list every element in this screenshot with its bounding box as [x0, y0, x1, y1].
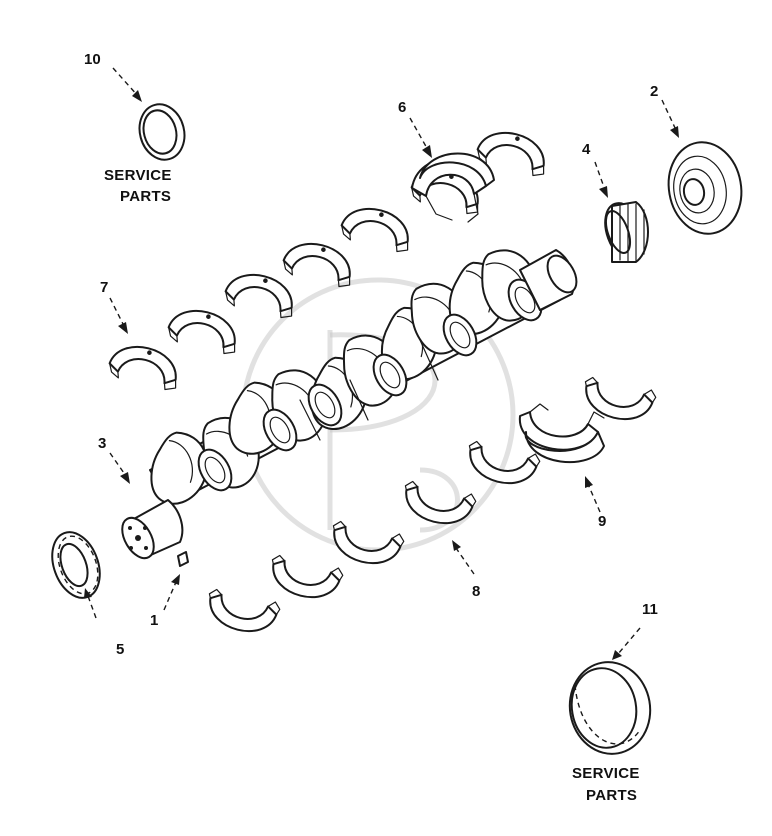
callout-1: 1 [150, 612, 158, 629]
leader-lines [84, 67, 679, 660]
service-label-top-line2: PARTS [120, 188, 171, 205]
callout-4: 4 [582, 141, 591, 158]
dowel-pin [177, 551, 189, 567]
service-part-ring-top [138, 103, 186, 161]
crankshaft [121, 244, 578, 560]
thrust-bearing-shell-lower [518, 403, 605, 464]
callout-numbers: 1 2 3 4 5 6 7 8 9 10 11 [84, 51, 658, 658]
callout-3: 3 [98, 435, 106, 452]
service-label-bottom-line2: PARTS [586, 787, 637, 804]
service-part-ring-bottom [568, 661, 652, 755]
rear-crankshaft-gear [604, 201, 649, 263]
callout-5: 5 [116, 641, 124, 658]
service-parts-label-bottom: SERVICE PARTS [572, 765, 640, 804]
service-label-top-line1: SERVICE [104, 167, 172, 184]
thrust-bearing-shell-upper [411, 152, 495, 223]
callout-2: 2 [650, 83, 658, 100]
front-crankshaft-gear [51, 531, 101, 599]
callout-9: 9 [598, 513, 606, 530]
rear-seal [667, 141, 743, 235]
callout-6: 6 [398, 99, 406, 116]
service-parts-label-top: SERVICE PARTS [104, 167, 172, 205]
service-label-bottom-line1: SERVICE [572, 765, 640, 782]
callout-8: 8 [472, 583, 480, 600]
callout-10: 10 [84, 51, 101, 68]
callout-11: 11 [642, 601, 658, 618]
callout-7: 7 [100, 279, 108, 296]
